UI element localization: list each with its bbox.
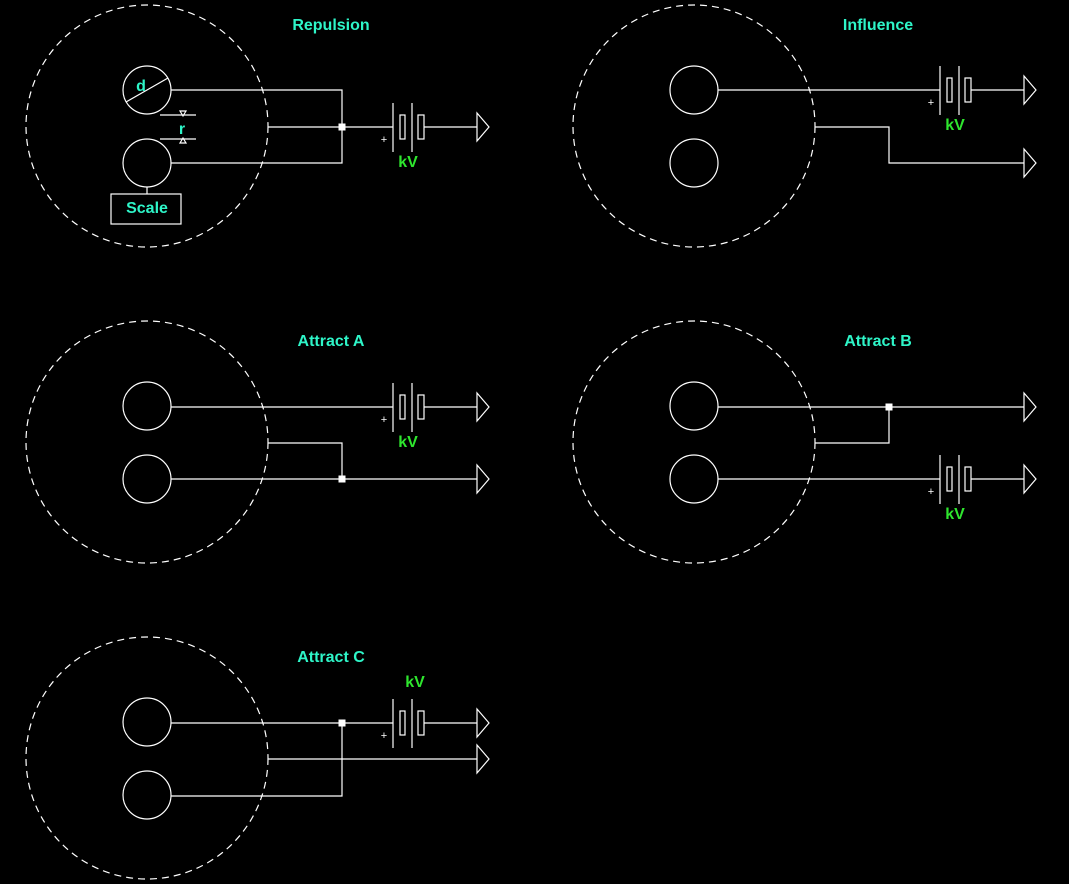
battery-cell [964, 77, 972, 103]
chamber-outline [572, 4, 816, 248]
diameter-line [125, 77, 169, 103]
battery-cell [399, 710, 406, 736]
output-terminal-arrow [476, 391, 490, 423]
battery-cell [417, 710, 425, 736]
panel-title: Influence [843, 17, 913, 34]
output-terminal-arrow [476, 707, 490, 739]
kv-label: kV [398, 154, 418, 171]
upper-sphere [122, 697, 172, 747]
lower-sphere [122, 138, 172, 188]
battery-cell [417, 114, 425, 140]
output-terminal-arrow [476, 743, 490, 775]
plus-sign: + [928, 486, 934, 498]
kv-label: kV [945, 506, 965, 523]
panel-influence: Influence + kV [572, 4, 1037, 248]
chamber-wire [815, 407, 890, 444]
kv-label: kV [398, 434, 418, 451]
panel-attract-a: Attract A + kV [25, 320, 490, 564]
chamber-wire [815, 126, 1024, 164]
lower-sphere [669, 454, 719, 504]
chamber-wire [268, 442, 343, 479]
plus-sign: + [928, 97, 934, 109]
panel-title: Repulsion [292, 17, 369, 34]
chamber-outline [25, 636, 269, 880]
battery-cell [946, 466, 953, 492]
plus-sign: + [381, 134, 387, 146]
output-terminal-arrow [1023, 463, 1037, 495]
output-terminal-arrow [476, 111, 490, 143]
battery-symbol: + kV [381, 674, 425, 748]
battery-cell [399, 114, 406, 140]
plus-sign: + [381, 414, 387, 426]
battery-cell [399, 394, 406, 420]
output-terminal-arrow [1023, 74, 1037, 106]
diameter-label: d [136, 78, 146, 95]
battery-cell [417, 394, 425, 420]
panel-title: Attract C [297, 649, 365, 666]
plus-sign: + [381, 730, 387, 742]
panel-attract-b: Attract B + kV [572, 320, 1037, 564]
output-terminal-arrow [1023, 391, 1037, 423]
upper-sphere [669, 381, 719, 431]
scale-box [110, 193, 182, 225]
battery-symbol: + kV [928, 455, 972, 523]
gap-marker [178, 136, 188, 144]
lower-sphere [122, 454, 172, 504]
gap-marker [178, 110, 188, 118]
junction-dot [338, 123, 346, 131]
kv-label: kV [405, 674, 425, 691]
output-terminal-arrow [1023, 147, 1037, 179]
output-terminal-arrow [476, 463, 490, 495]
lower-sphere [122, 770, 172, 820]
chamber-outline [25, 4, 269, 248]
battery-cell [964, 466, 972, 492]
battery-symbol: + kV [381, 103, 425, 171]
lower-sphere [669, 138, 719, 188]
sphere-wire [171, 723, 343, 797]
battery-symbol: + kV [381, 383, 425, 451]
panel-title: Attract A [298, 333, 365, 350]
battery-cell [946, 77, 953, 103]
scale-label: Scale [126, 200, 168, 217]
kv-label: kV [945, 117, 965, 134]
chamber-outline [25, 320, 269, 564]
upper-sphere [669, 65, 719, 115]
junction-dot [338, 475, 346, 483]
panel-attract-c: Attract C + kV [25, 636, 490, 880]
battery-symbol: + kV [928, 66, 972, 134]
chamber-outline [572, 320, 816, 564]
panel-title: Attract B [844, 333, 912, 350]
gap-label: r [179, 121, 185, 138]
upper-sphere [122, 381, 172, 431]
